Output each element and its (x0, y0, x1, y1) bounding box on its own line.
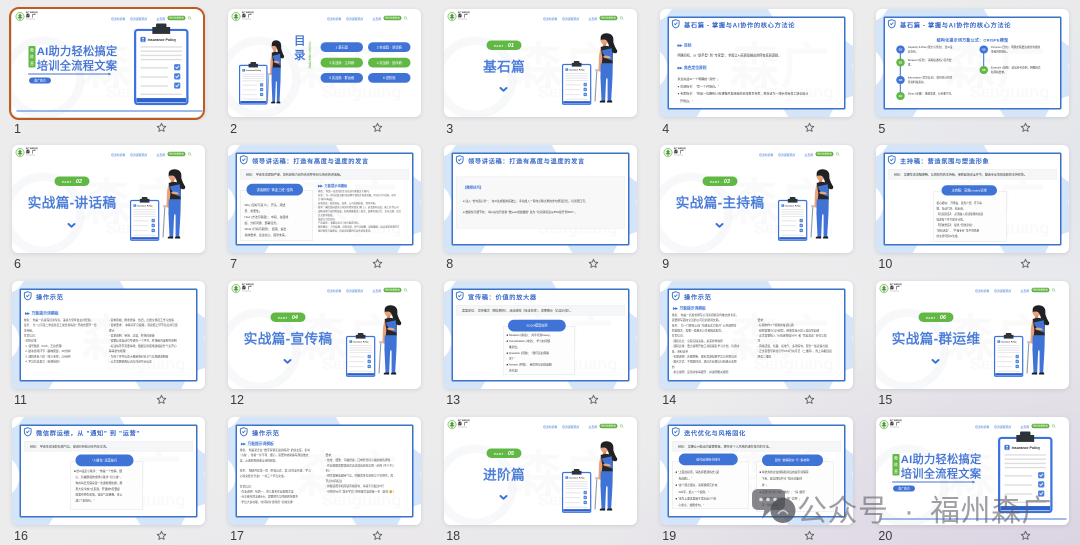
svg-text:Insurance Policy: Insurance Policy (353, 341, 369, 343)
svg-text:Insurance Policy: Insurance Policy (569, 477, 585, 479)
svg-text:Insurance Policy: Insurance Policy (785, 205, 801, 207)
svg-text:Insurance Policy: Insurance Policy (147, 38, 175, 42)
svg-text:Insurance Policy: Insurance Policy (1001, 341, 1017, 343)
svg-text:Insurance Policy: Insurance Policy (137, 205, 153, 207)
svg-text:Insurance Policy: Insurance Policy (1012, 446, 1040, 450)
svg-text:Insurance Policy: Insurance Policy (246, 70, 262, 72)
svg-text:Insurance Policy: Insurance Policy (569, 69, 585, 71)
